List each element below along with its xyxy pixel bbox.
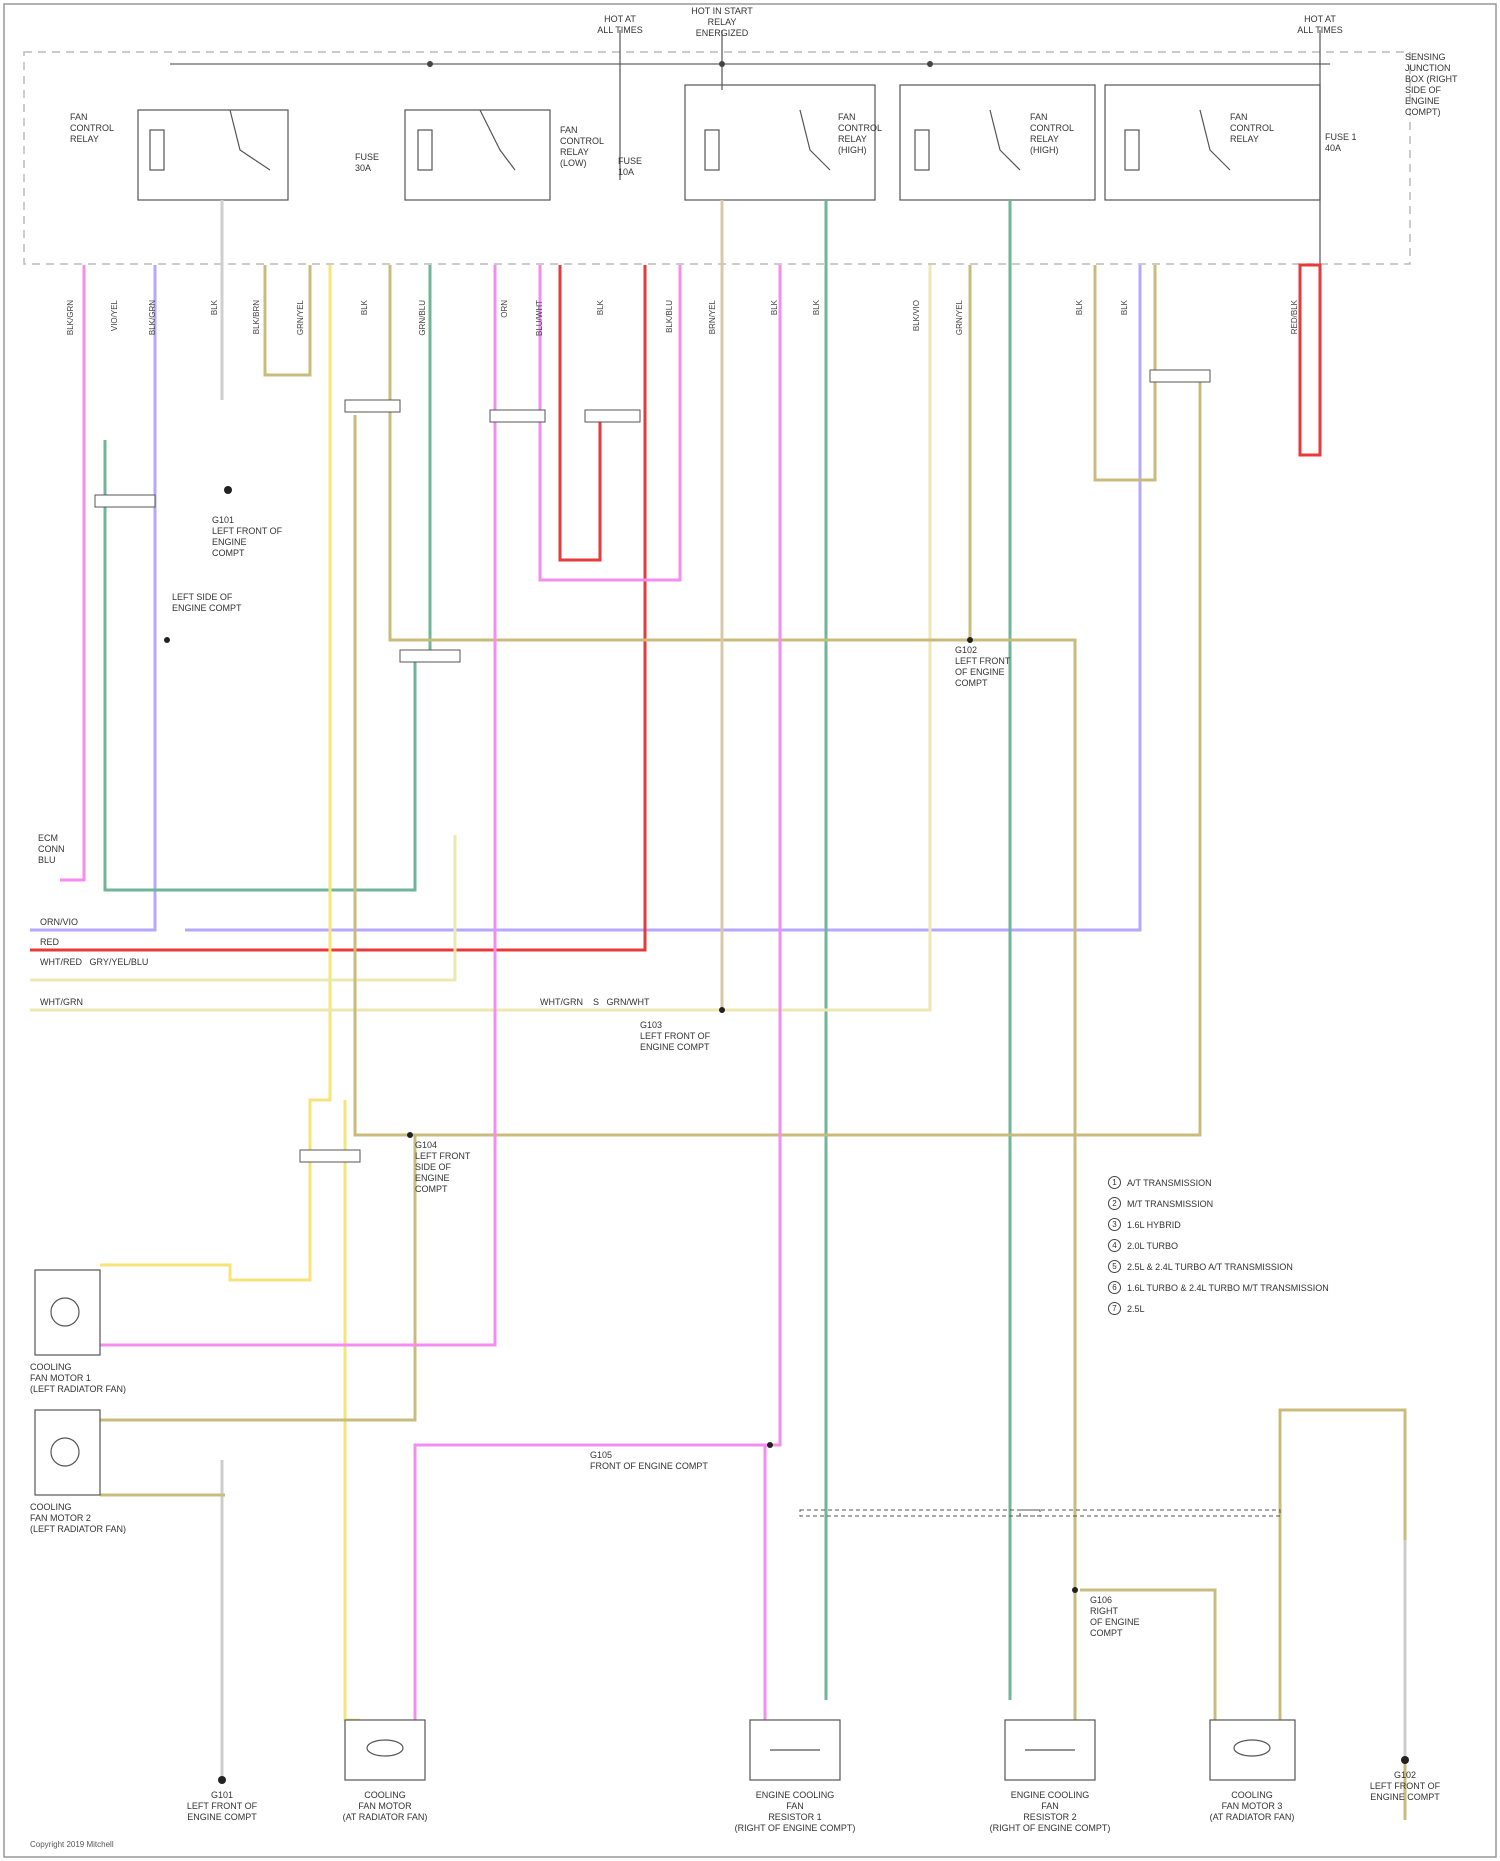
wire-label: BLK: [1120, 300, 1129, 315]
ground-label-9: G102 LEFT FRONT OF ENGINE COMPT: [1370, 1770, 1440, 1803]
wire-label: BLK/GRN: [66, 300, 75, 335]
wire-khaki-box: [1095, 265, 1155, 480]
component-label-4: ENGINE COOLING FAN RESISTOR 1 (RIGHT OF …: [735, 1790, 856, 1834]
legend-text: 1.6L HYBRID: [1127, 1220, 1181, 1230]
signal-label-3: WHT/RED GRY/YEL/BLU: [40, 957, 148, 968]
label-hot-in-start: HOT IN START RELAY ENERGIZED: [691, 6, 753, 39]
relay-4-label: FAN CONTROL RELAY (HIGH): [1030, 112, 1074, 156]
legend-text: M/T TRANSMISSION: [1127, 1199, 1213, 1209]
wire-yellow-b: [345, 1100, 360, 1720]
fan-motor-1: [35, 1270, 100, 1355]
wire-violet-2: [185, 265, 1140, 930]
legend-number: 7: [1108, 1302, 1121, 1315]
fan-motor-2: [35, 1410, 100, 1495]
ground-label-6: G105 FRONT OF ENGINE COMPT: [590, 1450, 708, 1472]
relay-2: [405, 110, 550, 200]
wire-label: RED/BLK: [1290, 300, 1299, 334]
wire-yellow-a: [100, 265, 330, 1280]
legend-text: A/T TRANSMISSION: [1127, 1178, 1212, 1188]
fan-motor-4: [1210, 1720, 1295, 1780]
wire-label: BLK/VIO: [912, 300, 921, 331]
junction-box-outline: [24, 52, 1410, 264]
wire-label: BLK: [596, 300, 605, 315]
legend-number: 6: [1108, 1281, 1121, 1294]
relay-2-label: FAN CONTROL RELAY (LOW): [560, 125, 604, 169]
wire-label: BLK: [1075, 300, 1084, 315]
relay-5: [1105, 85, 1320, 200]
wire-pink-left: [60, 265, 84, 880]
signal-label-1: ORN/VIO: [40, 917, 78, 928]
ground-label-8: G101 LEFT FRONT OF ENGINE COMPT: [187, 1790, 257, 1823]
component-label-6: COOLING FAN MOTOR 3 (AT RADIATOR FAN): [1210, 1790, 1295, 1823]
signal-label-2: RED: [40, 937, 59, 948]
wire-label: BLK/BLU: [665, 300, 674, 333]
legend-text: 1.6L TURBO & 2.4L TURBO M/T TRANSMISSION: [1127, 1283, 1329, 1293]
wire-label: BLK/GRN: [148, 300, 157, 335]
signal-label-4: WHT/GRN: [40, 997, 83, 1008]
wire-khaki-h2: [355, 370, 1200, 1135]
component-label-2: COOLING FAN MOTOR 2 (LEFT RADIATOR FAN): [30, 1502, 126, 1535]
wire-pale-yellow: [30, 265, 930, 1010]
wire-label: GRN/YEL: [296, 300, 305, 335]
legend: 1 A/T TRANSMISSION 2 M/T TRANSMISSION 3 1.6…: [1108, 1172, 1329, 1319]
ground-label-7: G106 RIGHT OF ENGINE COMPT: [1090, 1595, 1140, 1639]
wire-khaki-motor2: [100, 1135, 415, 1420]
resistor-1: [750, 1720, 840, 1780]
label-hot-all-times-1: HOT AT ALL TIMES: [597, 14, 643, 36]
fuse-1-label: FUSE 30A: [355, 152, 379, 174]
legend-number: 5: [1108, 1260, 1121, 1273]
fan-motor-3: [345, 1720, 425, 1780]
wire-label: BLK: [210, 300, 219, 315]
ecm-connector-label: ECM CONN BLU: [38, 833, 65, 866]
relay-5-label: FAN CONTROL RELAY: [1230, 112, 1274, 145]
wire-red-fuse: [1300, 265, 1320, 455]
wire-label: GRN/BLU: [418, 300, 427, 336]
legend-number: 3: [1108, 1218, 1121, 1231]
wire-label: VIO/YEL: [110, 300, 119, 331]
relay-1-label: FAN CONTROL RELAY: [70, 112, 114, 145]
wire-label: BLU/WHT: [535, 300, 544, 336]
component-label-3: COOLING FAN MOTOR (AT RADIATOR FAN): [343, 1790, 428, 1823]
wire-khaki-h1: [390, 265, 1075, 1720]
junction-box-label: SENSING JUNCTION BOX (RIGHT SIDE OF ENGI…: [1405, 52, 1458, 118]
ground-label-1: G101 LEFT FRONT OF ENGINE COMPT: [212, 515, 282, 559]
wire-label: ORN: [500, 300, 509, 318]
component-label-1: COOLING FAN MOTOR 1 (LEFT RADIATOR FAN): [30, 1362, 126, 1395]
wire-violet: [30, 265, 155, 930]
ground-label-2: LEFT SIDE OF ENGINE COMPT: [172, 592, 242, 614]
legend-text: 2.0L TURBO: [1127, 1241, 1178, 1251]
wire-label: BRN/YEL: [708, 300, 717, 334]
wire-khaki-br2: [1280, 1410, 1405, 1820]
relay-3-label: FAN CONTROL RELAY (HIGH): [838, 112, 882, 156]
ground-label-3: G102 LEFT FRONT OF ENGINE COMPT: [955, 645, 1010, 689]
legend-text: 2.5L & 2.4L TURBO A/T TRANSMISSION: [1127, 1262, 1293, 1272]
legend-number: 4: [1108, 1239, 1121, 1252]
legend-number: 2: [1108, 1197, 1121, 1210]
footer-copyright: Copyright 2019 Mitchell: [30, 1840, 114, 1849]
legend-number: 1: [1108, 1176, 1121, 1189]
component-label-5: ENGINE COOLING FAN RESISTOR 2 (RIGHT OF …: [990, 1790, 1111, 1834]
wire-red: [30, 265, 645, 950]
fuse-3-label: FUSE 1 40A: [1325, 132, 1357, 154]
ground-label-5: G104 LEFT FRONT SIDE OF ENGINE COMPT: [415, 1140, 470, 1195]
resistor-2: [1005, 1720, 1095, 1780]
splice-label: WHT/GRN S GRN/WHT: [540, 997, 650, 1008]
fuse-2-label: FUSE 10A: [618, 156, 642, 178]
wire-pink-m3: [415, 265, 780, 1720]
wire-label: BLK: [360, 300, 369, 315]
wire-label: GRN/YEL: [955, 300, 964, 335]
ground-label-4: G103 LEFT FRONT OF ENGINE COMPT: [640, 1020, 710, 1053]
wire-label: BLK: [812, 300, 821, 315]
label-hot-all-times-2: HOT AT ALL TIMES: [1297, 14, 1343, 36]
legend-text: 2.5L: [1127, 1304, 1145, 1314]
wire-label: BLK: [770, 300, 779, 315]
relay-1: [138, 110, 288, 200]
wire-label: BLK/BRN: [252, 300, 261, 334]
